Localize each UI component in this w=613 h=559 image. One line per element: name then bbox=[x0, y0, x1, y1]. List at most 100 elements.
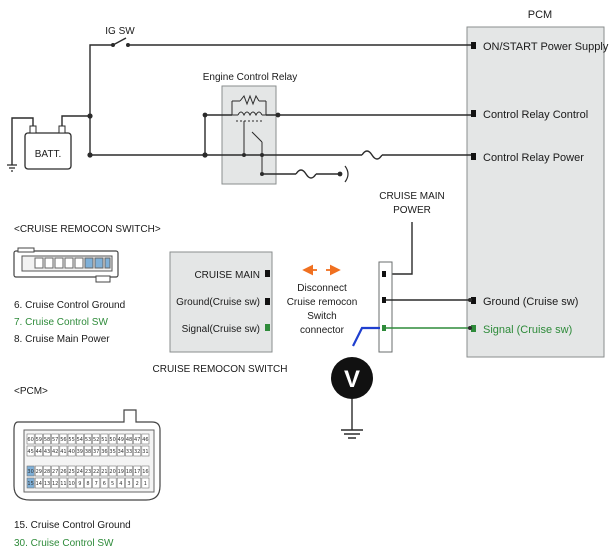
pcm-connector-pin bbox=[141, 477, 150, 489]
pcm-connector-pin bbox=[92, 433, 101, 445]
pcm-connector-pin bbox=[51, 465, 60, 477]
ig-switch-label: IG SW bbox=[105, 26, 135, 37]
pcm-connector-pin-number: 52 bbox=[93, 437, 99, 443]
fuse-relay-power bbox=[361, 150, 383, 160]
pcm-connector-pin-number: 48 bbox=[126, 437, 132, 443]
pcm-connector-pin bbox=[125, 433, 133, 445]
pcm-connector-pin-number: 5 bbox=[111, 481, 114, 487]
pcm-connector-pin-number: 22 bbox=[93, 469, 99, 475]
pcm-connector-pin-number: 57 bbox=[52, 437, 58, 443]
pcm-connector-pin-number: 10 bbox=[68, 481, 74, 487]
pcm-connector-pin bbox=[84, 465, 92, 477]
pcm-connector-pin-number: 59 bbox=[36, 437, 42, 443]
pcm-connector-pin bbox=[133, 433, 142, 445]
pcm-connector-pin-number: 33 bbox=[126, 449, 132, 455]
pcm-connector-pin-number: 24 bbox=[77, 469, 83, 475]
pcm-connector-pin-number: 34 bbox=[118, 449, 124, 455]
pcm-connector-pin bbox=[43, 445, 51, 457]
pcm-connector-pin-number: 17 bbox=[134, 469, 140, 475]
pcm-connector-pin bbox=[26, 477, 35, 489]
switch-pin-label: CRUISE MAIN bbox=[194, 270, 260, 281]
pcm-connector-pin-number: 55 bbox=[68, 437, 74, 443]
pcm-connector-pin-number: 29 bbox=[36, 469, 42, 475]
pcm-connector-pin bbox=[92, 477, 101, 489]
pcm-connector-pin bbox=[92, 465, 101, 477]
pcm-connector-pin-number: 38 bbox=[85, 449, 91, 455]
pcm-connector-pin bbox=[84, 433, 92, 445]
battery-label: BATT. bbox=[35, 149, 61, 160]
pcm-pin-label: Control Relay Control bbox=[483, 109, 588, 121]
pcm-connector-pin-number: 42 bbox=[52, 449, 58, 455]
pcm-connector-pin bbox=[59, 433, 68, 445]
pcm-connector-pin-number: 15 bbox=[27, 481, 33, 487]
pcm-connector-pin-number: 41 bbox=[60, 449, 66, 455]
pcm-connector-pin-number: 18 bbox=[126, 469, 132, 475]
pcm-connector-pin-number: 43 bbox=[44, 449, 50, 455]
ig-switch bbox=[112, 37, 127, 46]
engine-control-relay bbox=[221, 85, 277, 185]
pcm-connector-pin-number: 13 bbox=[44, 481, 50, 487]
battery-ground-wire bbox=[11, 117, 34, 165]
pcm-connector-pin-number: 20 bbox=[109, 469, 115, 475]
pcm-connector-pin-number: 56 bbox=[60, 437, 66, 443]
pcm-connector-pin bbox=[59, 477, 68, 489]
pcm-connector-pin-number: 30 bbox=[27, 469, 33, 475]
pcm-connector-pin-number: 45 bbox=[27, 449, 33, 455]
ground-symbol-voltmeter bbox=[341, 429, 363, 439]
pcm-pin-4-marker bbox=[471, 297, 476, 304]
pcm-connector-pin-number: 50 bbox=[109, 437, 115, 443]
pcm-connector-pin bbox=[84, 477, 92, 489]
voltmeter[interactable] bbox=[331, 357, 373, 399]
remocon-pin-text: 6. Cruise Control Ground bbox=[14, 300, 125, 311]
disconnect-note: Switch bbox=[307, 311, 336, 322]
pcm-connector-pin bbox=[133, 477, 142, 489]
pcm-connector-pin-number: 54 bbox=[77, 437, 83, 443]
pcm-connector-pin bbox=[67, 445, 76, 457]
pcm-connector-pin-number: 36 bbox=[101, 449, 107, 455]
pcm-connector-pin-number: 49 bbox=[118, 437, 124, 443]
disconnect-note: Cruise remocon bbox=[287, 297, 358, 308]
pcm-connector-pin bbox=[59, 445, 68, 457]
voltmeter-probe-wire bbox=[352, 326, 380, 347]
pcm-connector-pin bbox=[125, 477, 133, 489]
pcm-connector-pin-number: 2 bbox=[136, 481, 139, 487]
remocon-pin-text: 8. Cruise Main Power bbox=[14, 334, 110, 345]
engine-control-relay-label: Engine Control Relay bbox=[203, 72, 298, 83]
remocon-connector-title: <CRUISE REMOCON SWITCH> bbox=[14, 224, 161, 235]
pcm-connector-pin bbox=[141, 433, 150, 445]
pcm-pin-label: ON/START Power Supply bbox=[483, 41, 609, 53]
pcm-connector-pin-number: 14 bbox=[36, 481, 42, 487]
pcm-connector-pin-number: 23 bbox=[85, 469, 91, 475]
pcm-connector-pin-number: 46 bbox=[142, 437, 148, 443]
pcm-connector-pin bbox=[133, 465, 142, 477]
ground-symbol-battery bbox=[7, 164, 17, 172]
cruise-main-power-label: CRUISE MAIN bbox=[379, 191, 445, 202]
cruise-remocon-switch-box bbox=[169, 251, 273, 353]
pcm-connector-pin bbox=[34, 465, 43, 477]
pcm-connector-pin-number: 27 bbox=[52, 469, 58, 475]
pcm-pin-1-marker bbox=[471, 42, 476, 49]
pcm-connector-pin-number: 28 bbox=[44, 469, 50, 475]
pcm-connector-pin bbox=[51, 433, 60, 445]
pcm-connector-pin-number: 16 bbox=[142, 469, 148, 475]
pcm-connector-pin-number: 37 bbox=[93, 449, 99, 455]
pcm-pin-3-marker bbox=[471, 153, 476, 160]
relay-coil bbox=[237, 111, 263, 117]
pcm-connector-pin bbox=[92, 445, 101, 457]
pcm-connector-title: <PCM> bbox=[14, 386, 48, 397]
pcm-connector-pin-number: 1 bbox=[144, 481, 147, 487]
pcm-connector-pin-number: 39 bbox=[77, 449, 83, 455]
pcm-connector-pin bbox=[100, 445, 109, 457]
pcm-connector-pin bbox=[108, 465, 117, 477]
pcm-connector-pin bbox=[43, 477, 51, 489]
pcm-connector-pin bbox=[43, 465, 51, 477]
pcm-pin-label: Control Relay Power bbox=[483, 152, 584, 164]
pcm-connector-pin bbox=[100, 465, 109, 477]
batt-to-igsw-wire bbox=[89, 44, 112, 155]
pcm-pin-label: Ground (Cruise sw) bbox=[483, 296, 578, 308]
voltmeter-symbol: V bbox=[344, 366, 360, 393]
pcm-connector-pin bbox=[75, 433, 84, 445]
pcm-connector-pin bbox=[59, 465, 68, 477]
